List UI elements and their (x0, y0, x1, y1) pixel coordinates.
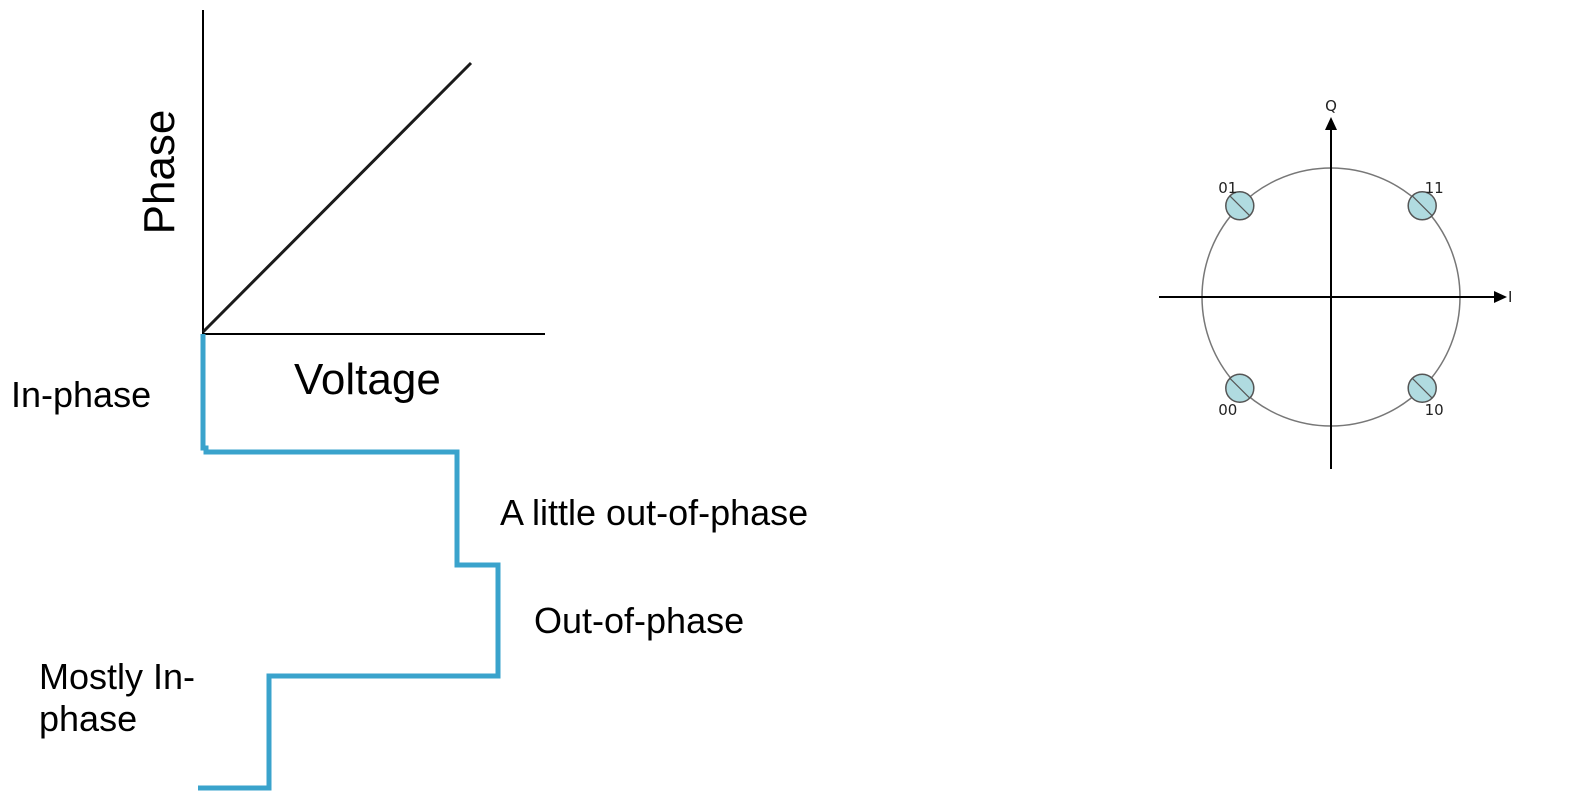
in-phase-label: In-phase (11, 374, 152, 415)
constellation-bits-label-00: 00 (1218, 401, 1237, 419)
out-of-phase-label: Out-of-phase (534, 600, 745, 641)
constellation-bits-label-01: 01 (1218, 179, 1237, 197)
q-axis-label: Q (1325, 97, 1337, 115)
phase-step-line (198, 334, 501, 791)
voltage-axis-label: Voltage (294, 355, 441, 404)
constellation-point-marker-01 (1229, 195, 1250, 216)
i-axis-arrow-icon (1494, 291, 1507, 303)
phase-voltage-line (201, 61, 473, 334)
little-out-of-phase-label: A little out-of-phase (500, 492, 809, 533)
phase-axis-label: Phase (135, 109, 184, 235)
i-axis-label: I (1508, 288, 1512, 306)
constellation-point-marker-11 (1412, 195, 1433, 216)
constellation-diagram: I Q 01 11 00 10 (1159, 97, 1512, 469)
mostly-in-phase-label: Mostly In-phase (39, 656, 196, 739)
constellation-points: 01 11 00 10 (1218, 179, 1443, 419)
constellation-bits-label-11: 11 (1425, 179, 1444, 197)
q-axis-arrow-icon (1325, 117, 1337, 130)
constellation-point-marker-10 (1412, 378, 1433, 399)
constellation-point-marker-00 (1229, 378, 1250, 399)
constellation-bits-label-10: 10 (1425, 401, 1444, 419)
